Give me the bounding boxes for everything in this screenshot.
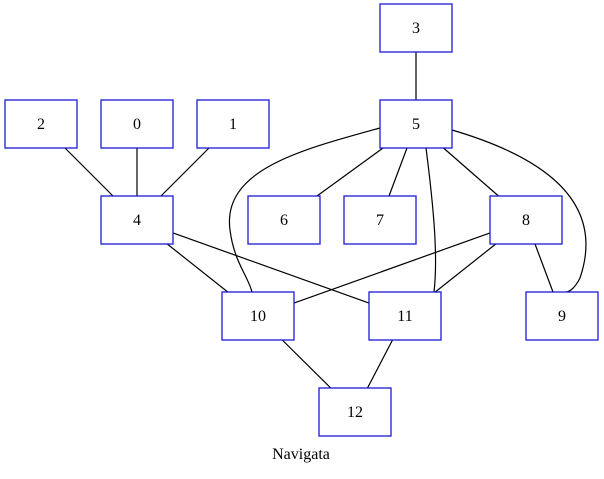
node-5[interactable]: 5 (379, 99, 453, 149)
node-box (379, 99, 453, 149)
node-box (318, 387, 392, 437)
node-11[interactable]: 11 (368, 291, 442, 341)
node-box (196, 99, 270, 149)
node-box (368, 291, 442, 341)
edge-2-4 (64, 147, 114, 197)
node-2[interactable]: 2 (4, 99, 78, 149)
edge-1-4 (160, 147, 210, 197)
node-1[interactable]: 1 (196, 99, 270, 149)
node-box (4, 99, 78, 149)
edge-8-10 (293, 232, 491, 304)
node-label: 1 (229, 116, 237, 133)
node-label: 7 (376, 212, 384, 229)
node-3[interactable]: 3 (379, 3, 453, 53)
edge-4-10 (166, 243, 229, 293)
edge-4-11 (172, 232, 370, 304)
node-box (489, 195, 563, 245)
edge-8-11 (434, 243, 497, 293)
node-12[interactable]: 12 (318, 387, 392, 437)
node-label: 9 (558, 308, 566, 325)
edge-5-11 (425, 147, 437, 293)
edge-5-10 (228, 127, 381, 293)
node-label: 8 (522, 212, 530, 229)
node-label: 5 (412, 116, 420, 133)
node-0[interactable]: 0 (100, 99, 174, 149)
edges-layer (64, 52, 587, 389)
node-6[interactable]: 6 (247, 195, 321, 245)
node-box (343, 195, 417, 245)
node-label: 11 (397, 308, 412, 325)
node-box (100, 99, 174, 149)
nodes-layer: 3 2 0 1 5 4 6 7 8 10 11 9 12 (4, 3, 599, 437)
node-box (221, 291, 295, 341)
edge-5-8 (443, 147, 499, 197)
node-8[interactable]: 8 (489, 195, 563, 245)
edge-8-9 (534, 243, 554, 293)
node-box (525, 291, 599, 341)
edge-5-9 (451, 129, 587, 293)
node-7[interactable]: 7 (343, 195, 417, 245)
graph-title: Navigata (272, 446, 330, 463)
edge-5-6 (316, 147, 384, 197)
node-4[interactable]: 4 (100, 195, 174, 245)
node-label: 12 (347, 404, 363, 421)
node-label: 4 (133, 212, 141, 229)
node-9[interactable]: 9 (525, 291, 599, 341)
node-box (379, 3, 453, 53)
node-label: 2 (37, 116, 45, 133)
node-box (100, 195, 174, 245)
node-label: 3 (412, 20, 420, 37)
edge-5-7 (388, 147, 408, 197)
node-label: 10 (250, 308, 266, 325)
node-label: 6 (280, 212, 288, 229)
edge-11-12 (366, 339, 394, 389)
node-10[interactable]: 10 (221, 291, 295, 341)
edge-10-12 (281, 339, 332, 389)
node-box (247, 195, 321, 245)
node-label: 0 (133, 116, 141, 133)
